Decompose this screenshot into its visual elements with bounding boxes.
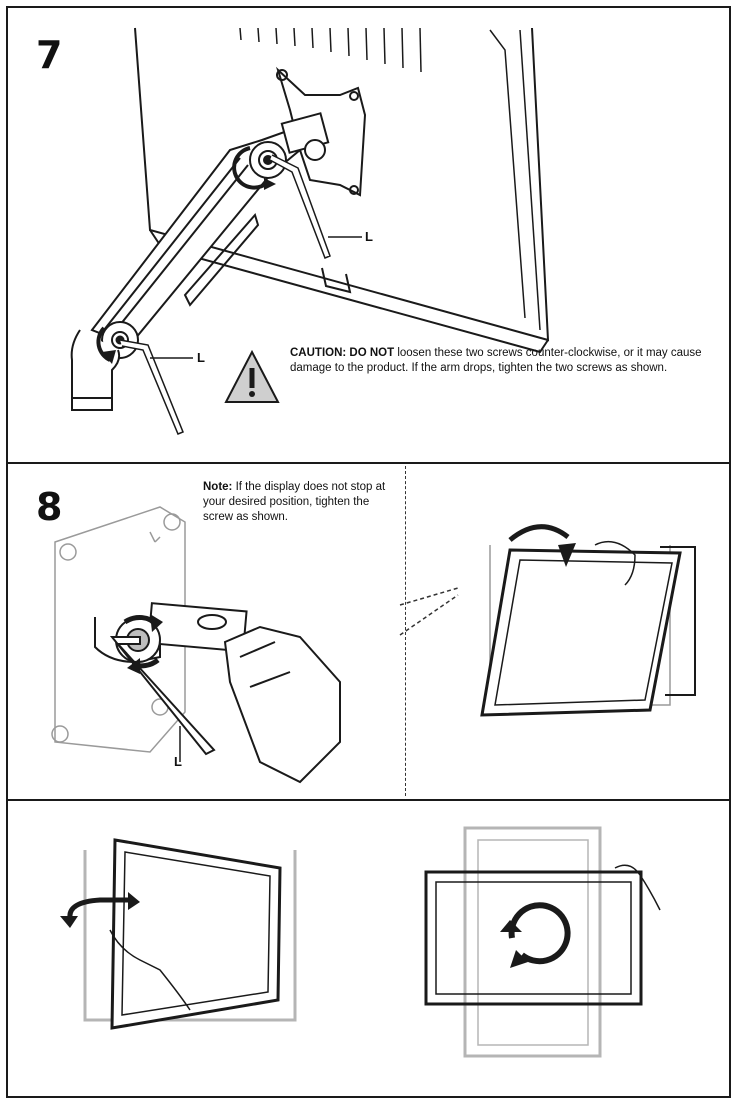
step-8-number: 8 (36, 485, 63, 529)
caution-body: loosen these two screws counter-clockwis… (290, 347, 702, 374)
dashed-separator (405, 466, 406, 796)
allen-key-label-bottom: L (197, 350, 205, 365)
note-body: If the display does not stop at your des… (203, 481, 386, 523)
rotate-illustration (424, 826, 661, 1058)
allen-key-label-step8: L (174, 754, 182, 769)
step-8-left-illustration (51, 506, 341, 784)
page-frame (6, 6, 731, 1098)
caution-text: CAUTION: DO NOT loosen these two screws … (290, 346, 720, 376)
warning-triangle-icon (224, 349, 280, 403)
step-8-right-illustration (480, 524, 696, 717)
step-7-illustration (70, 27, 550, 435)
step-7-number: 7 (36, 33, 63, 77)
allen-key-label-top: L (365, 229, 373, 244)
rotate-icon (500, 902, 571, 968)
swivel-illustration (60, 838, 297, 1030)
divider-step-8-9 (6, 799, 731, 801)
note-text: Note: If the display does not stop at yo… (203, 480, 393, 525)
divider-step-7-8 (6, 462, 731, 464)
callout-lines (399, 587, 459, 636)
caution-prefix: CAUTION: DO NOT (290, 347, 395, 359)
note-prefix: Note: (203, 481, 233, 493)
